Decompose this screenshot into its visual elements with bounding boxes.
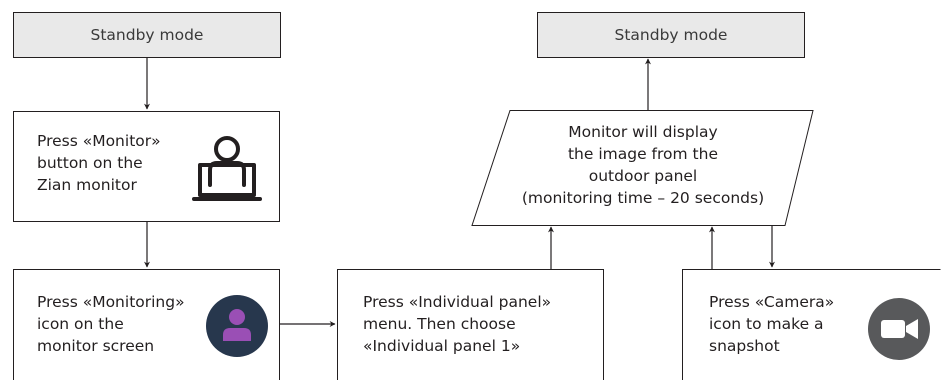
- press-monitoring-label: Press «Monitoring» icon on the monitor s…: [37, 293, 185, 355]
- monitor-display-parallelogram: [471, 110, 814, 226]
- monitor-display-label: Monitor will display the image from the …: [521, 123, 765, 207]
- press-monitor-label: Press «Monitor» button on the Zian monit…: [37, 132, 161, 194]
- standby-label-right: Standby mode: [614, 26, 728, 44]
- press-camera-box: [682, 269, 941, 380]
- person-at-monitor-icon: [192, 136, 262, 201]
- standby-box-right: [537, 12, 805, 58]
- standby-label-left: Standby mode: [90, 26, 204, 44]
- press-individual-panel-box: [337, 269, 604, 380]
- press-monitoring-box: [13, 269, 280, 380]
- press-individual-panel-label: Press «Individual panel» menu. Then choo…: [363, 293, 552, 355]
- press-camera-label: Press «Camera» icon to make a snapshot: [709, 293, 835, 355]
- user-avatar-icon: [206, 295, 268, 357]
- standby-box-left: [13, 12, 281, 58]
- video-camera-icon: [868, 298, 930, 360]
